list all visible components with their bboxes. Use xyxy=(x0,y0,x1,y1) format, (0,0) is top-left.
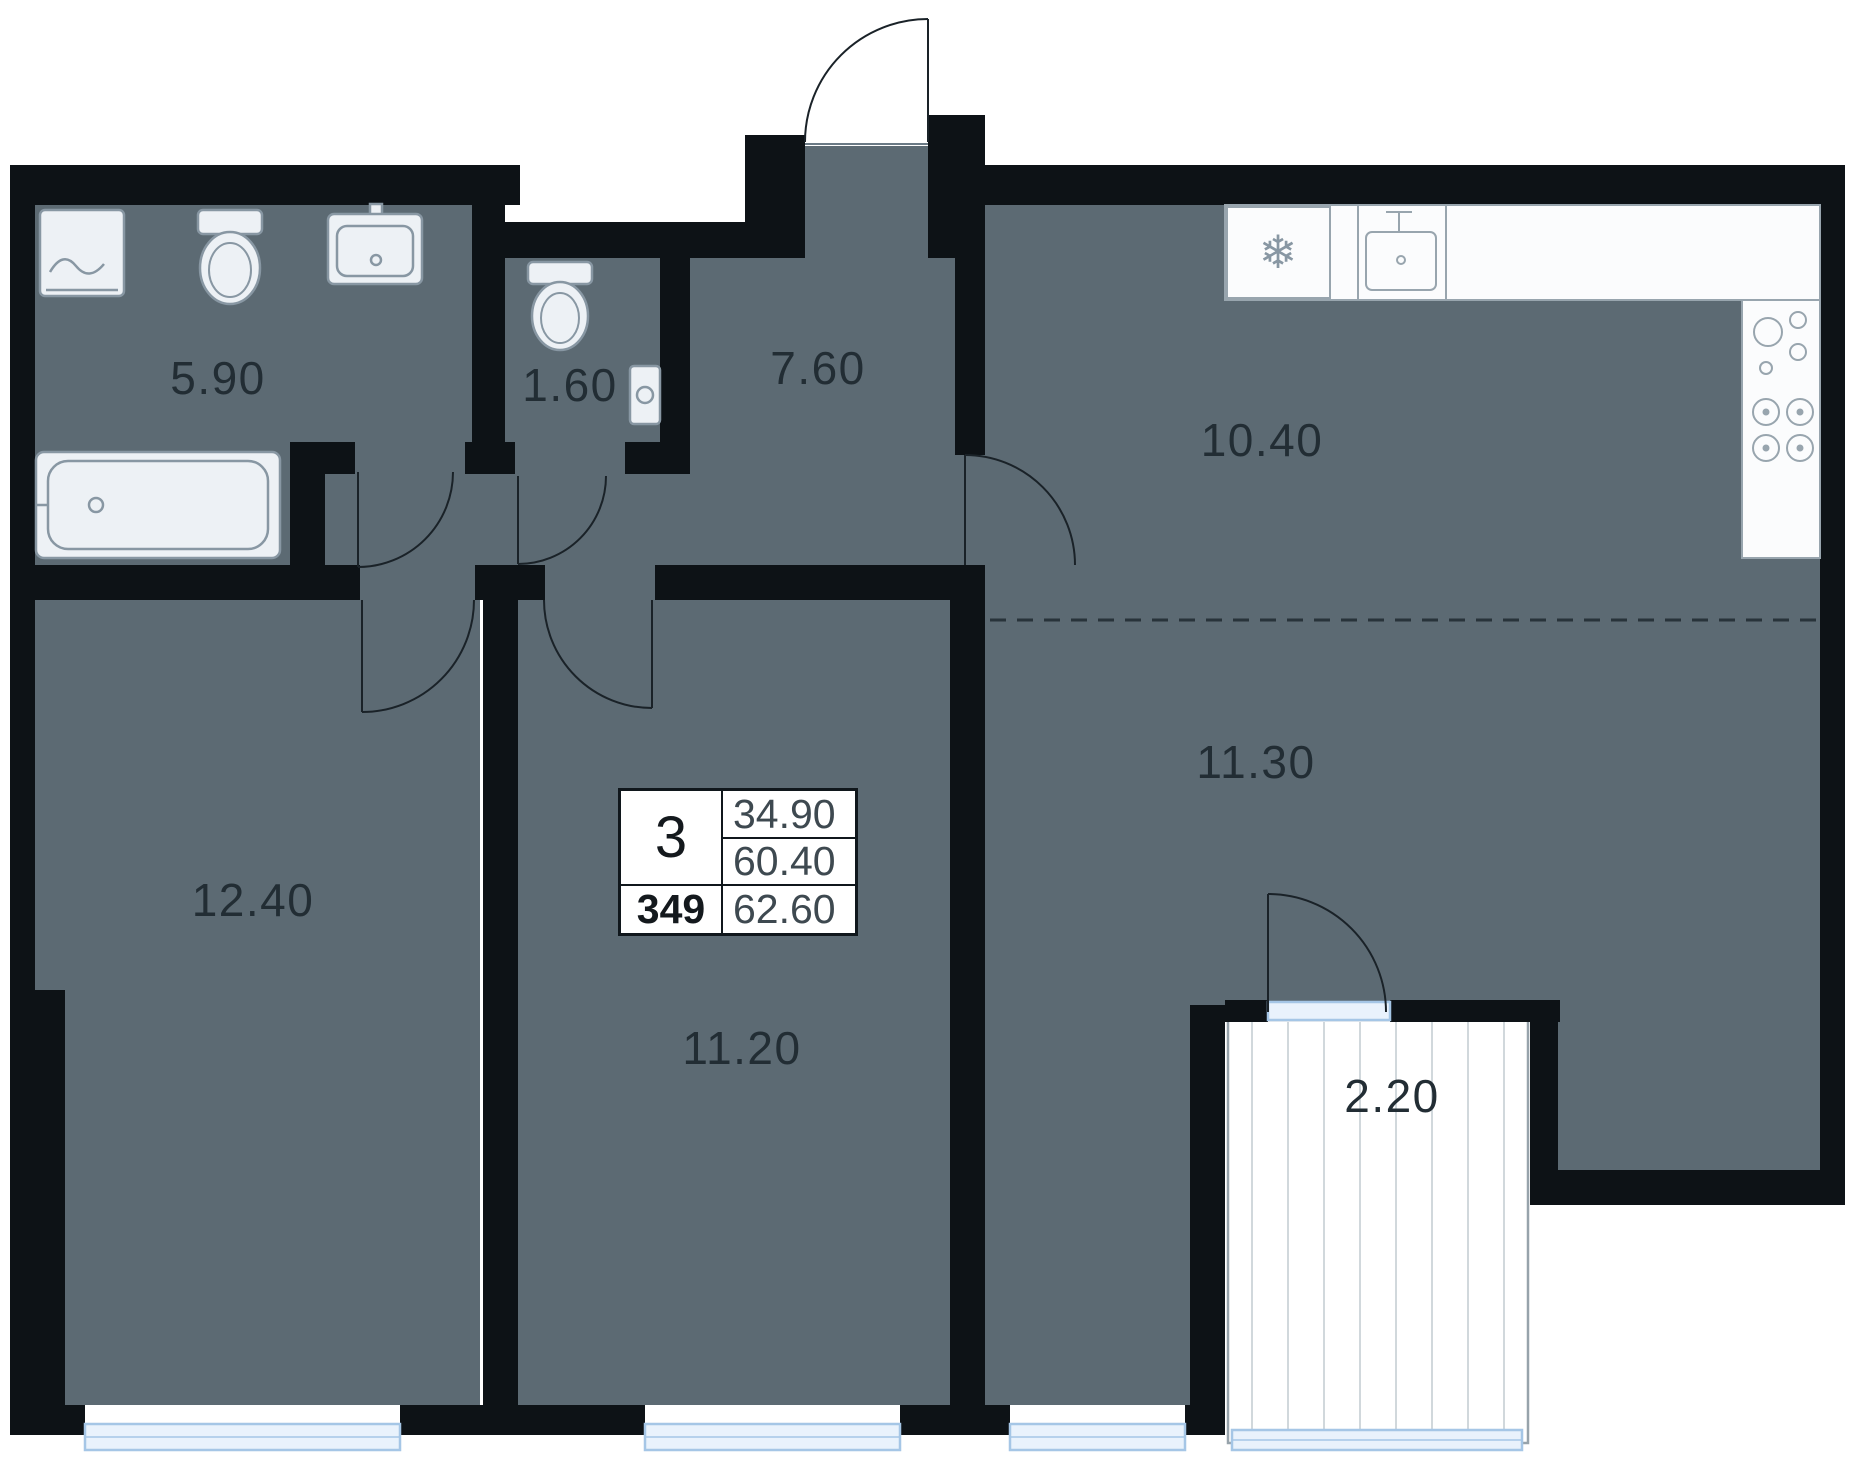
entrance-nook-floor xyxy=(805,146,928,261)
entrance-door xyxy=(804,18,929,145)
windows xyxy=(83,1000,1524,1452)
balcony-door-sill xyxy=(1266,1000,1392,1022)
hob-icon xyxy=(1753,311,1807,375)
fridge-icon: ❄ xyxy=(1226,206,1331,299)
snowflake-icon: ❄ xyxy=(1259,226,1298,278)
room-area-label-hallway: 7.60 xyxy=(770,342,866,394)
kitchen-sink-icon xyxy=(1365,211,1437,291)
wc-floor xyxy=(505,258,660,455)
room-area-label-balcony: 2.20 xyxy=(1344,1070,1440,1122)
balcony-area xyxy=(1226,1018,1530,1445)
apartment-info-box: 3 34.90 60.40 349 62.60 xyxy=(618,788,858,936)
total-area: 62.60 xyxy=(733,886,836,932)
room-area-label-kitchen: 10.40 xyxy=(1200,414,1324,466)
bedroom-left-floor xyxy=(35,565,480,1405)
wc-door xyxy=(517,475,607,565)
rooms-count: 3 xyxy=(621,791,723,886)
corner-sink-icon xyxy=(628,364,662,426)
toilet-icon xyxy=(196,208,264,306)
living-room-floor-right xyxy=(1530,1010,1820,1175)
walls xyxy=(10,115,1845,1435)
bathtub-icon xyxy=(34,450,282,560)
balcony-glazing xyxy=(1251,1022,1505,1441)
balcony-outline xyxy=(1226,1018,1530,1445)
washing-machine-icon xyxy=(38,208,126,298)
room-area-label-bedroom-middle: 11.20 xyxy=(682,1022,802,1074)
kitchen-door xyxy=(964,454,1076,566)
room-area-label-living-room: 11.30 xyxy=(1196,736,1316,788)
bedroom-middle-floor xyxy=(515,565,955,1405)
room-area-label-bathroom: 5.90 xyxy=(170,352,266,404)
room-area-label-wc: 1.60 xyxy=(522,359,618,411)
bedroom-middle-door xyxy=(543,599,653,709)
apartment-number: 349 xyxy=(621,886,723,933)
living-room-floor xyxy=(985,620,1820,1010)
area-no-balcony: 60.40 xyxy=(723,838,855,886)
bathroom-door xyxy=(357,471,454,568)
sink-icon xyxy=(326,202,424,286)
hallway-floor xyxy=(690,258,990,458)
living-area: 34.90 xyxy=(723,791,855,839)
living-room-floor-lower xyxy=(985,1010,1190,1405)
room-floors xyxy=(35,146,1820,1405)
balcony-door xyxy=(1267,893,1387,1013)
stove-icon xyxy=(1752,398,1814,462)
bedroom-left-door xyxy=(361,599,475,713)
room-area-label-bedroom-left: 12.40 xyxy=(191,874,315,926)
toilet-icon xyxy=(526,260,594,352)
